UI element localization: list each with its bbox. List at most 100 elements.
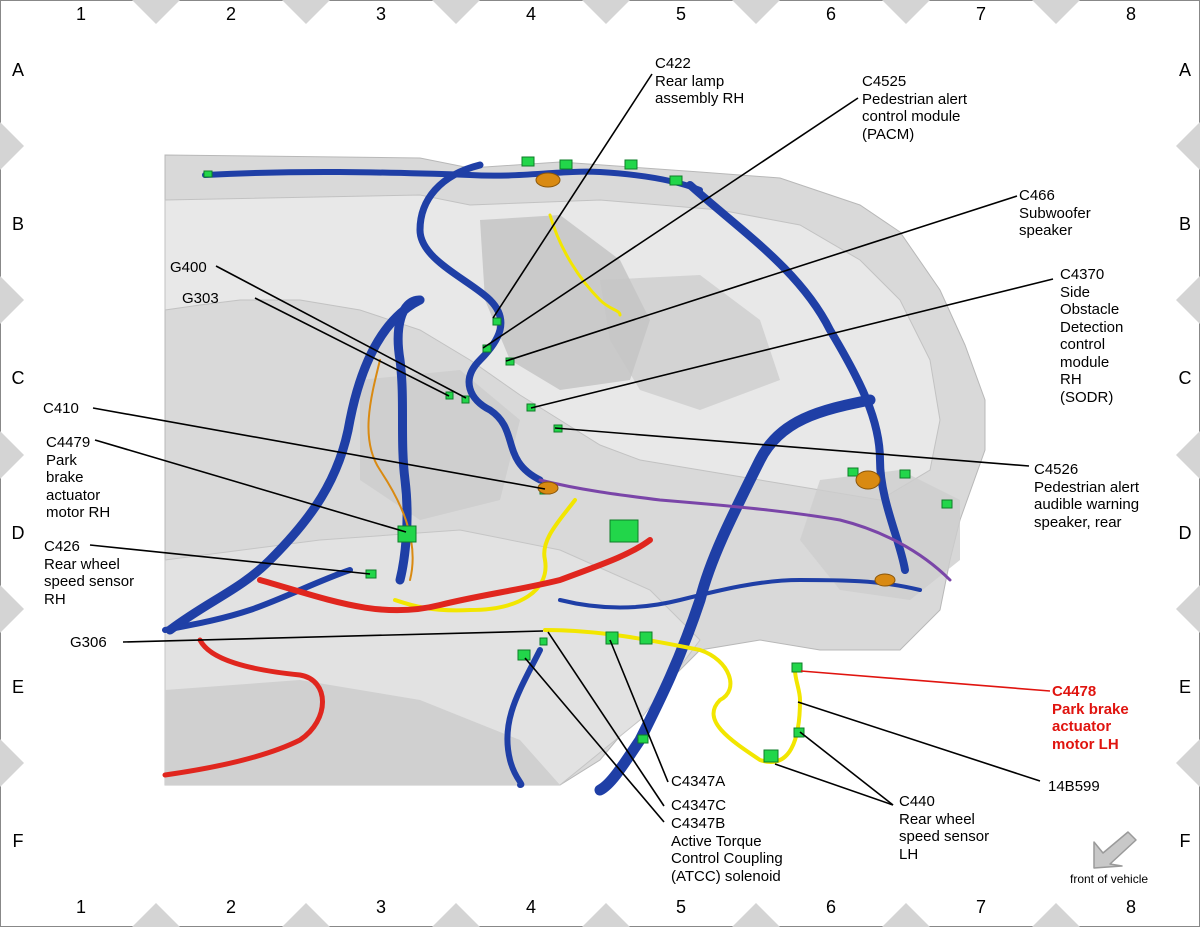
frame-marker (132, 903, 180, 927)
frame-marker (282, 903, 330, 927)
callout-c4525: C4525 Pedestrian alert control module (P… (862, 73, 968, 143)
connector (941, 499, 953, 509)
grid-col-top: 3 (375, 4, 386, 24)
grid-row-right: B (1178, 214, 1191, 234)
harness-floor-lower (504, 647, 543, 788)
connector (559, 159, 573, 170)
leader-c4525 (482, 97, 859, 349)
clip (535, 172, 561, 188)
frame-marker (132, 0, 180, 24)
frame-marker (282, 0, 330, 24)
grid-col-top: 8 (1125, 4, 1136, 24)
grid-col-bottom: 1 (75, 897, 86, 917)
floor-lower (165, 680, 560, 785)
frame-marker (0, 122, 24, 170)
frame-marker (0, 739, 24, 787)
frame-marker (432, 0, 480, 24)
front-of-vehicle-label: front of vehicle (1070, 872, 1149, 886)
connector-c466 (505, 357, 515, 366)
frame-marker (1032, 0, 1080, 24)
leader-g303 (254, 297, 450, 397)
callout-c4479: C4479 Park brake actuator motor RH (46, 434, 111, 521)
grid-row-left: C (11, 368, 25, 388)
frame-marker (1176, 739, 1200, 787)
leader-c426 (89, 544, 371, 575)
grid-col-top: 7 (975, 4, 986, 24)
grid-col-top: 1 (75, 4, 86, 24)
connector-c422 (492, 317, 502, 326)
callout-c426: C426 Rear wheel speed sensor RH (44, 538, 135, 608)
grid-col-bottom: 8 (1125, 897, 1136, 917)
connector-c4347b (639, 631, 653, 645)
frame-marker (1176, 585, 1200, 633)
harness-rh-lower (165, 295, 425, 635)
connector-c440 (763, 749, 779, 763)
frame-marker (1176, 431, 1200, 479)
ground-g400 (461, 395, 470, 404)
harness-floor-cross (558, 578, 922, 610)
connector (847, 467, 859, 477)
frame-marker (882, 0, 930, 24)
callout-c410: C410 (43, 400, 79, 417)
connector (624, 159, 638, 170)
harness-rh-floor (162, 567, 353, 633)
callout-c4526: C4526 Pedestrian alert audible warning s… (1034, 461, 1140, 531)
connector-group (203, 156, 953, 763)
grid-col-top: 2 (225, 4, 236, 24)
ground-g306 (539, 637, 548, 646)
grid-row-left: D (11, 523, 25, 543)
frame-marker (732, 903, 780, 927)
harness-red-floor (257, 537, 653, 614)
connector-14b599 (793, 727, 805, 738)
ground-g303 (445, 391, 454, 400)
leader-c4479 (94, 439, 407, 533)
grid-col-bottom: 5 (675, 897, 686, 917)
callout-c466: C466 Subwoofer speaker (1019, 187, 1091, 239)
connector (203, 170, 213, 178)
connector (637, 734, 649, 744)
leader-c440-a (774, 763, 894, 806)
callout-c4347b: C4347B Active Torque Control Coupling (A… (671, 815, 783, 885)
harness-d-pillar (686, 181, 909, 574)
frame-marker (882, 903, 930, 927)
c-pillar-cutout (480, 215, 650, 390)
leader-c4347c (547, 631, 665, 807)
callout-c4347a: C4347A (671, 773, 726, 790)
connector-c4347a (605, 631, 619, 645)
callout-c440: C440 Rear wheel speed sensor LH (899, 793, 990, 863)
callout-c4370: C4370 Side Obstacle Detection control mo… (1060, 266, 1124, 406)
grid-row-right: E (1178, 677, 1191, 697)
connector (899, 469, 911, 479)
clip-group (535, 172, 896, 587)
connector-c4478 (791, 662, 803, 673)
leader-c4478 (800, 670, 1051, 692)
harness-yellow-upper (548, 213, 622, 317)
frame-marker (0, 276, 24, 324)
vehicle-body-illustration (164, 154, 986, 786)
frame-marker (1176, 276, 1200, 324)
grid-col-bottom: 7 (975, 897, 986, 917)
connector-cluster (609, 519, 639, 543)
grid-col-bottom: 4 (525, 897, 536, 917)
callout-g303: G303 (182, 290, 219, 307)
connector-c4479 (397, 525, 417, 543)
callout-c4347c: C4347C (671, 797, 727, 814)
callout-g400: G400 (170, 259, 207, 276)
callout-c422: C422 Rear lamp assembly RH (655, 55, 745, 107)
callout-b14599: 14B599 (1048, 778, 1100, 795)
leader-c4347b (524, 657, 665, 823)
harness-purple (538, 478, 952, 582)
grid-row-right: D (1178, 523, 1192, 543)
frame-marker (582, 0, 630, 24)
grid-row-left: A (11, 60, 24, 80)
leader-c422 (492, 73, 653, 319)
callout-c4478: C4478 Park brake actuator motor LH (1052, 683, 1129, 753)
clip (855, 470, 881, 490)
frame-marker (582, 903, 630, 927)
callout-g306: G306 (70, 634, 107, 651)
frame-marker (0, 431, 24, 479)
connector (521, 156, 535, 167)
frame-marker (1176, 122, 1200, 170)
